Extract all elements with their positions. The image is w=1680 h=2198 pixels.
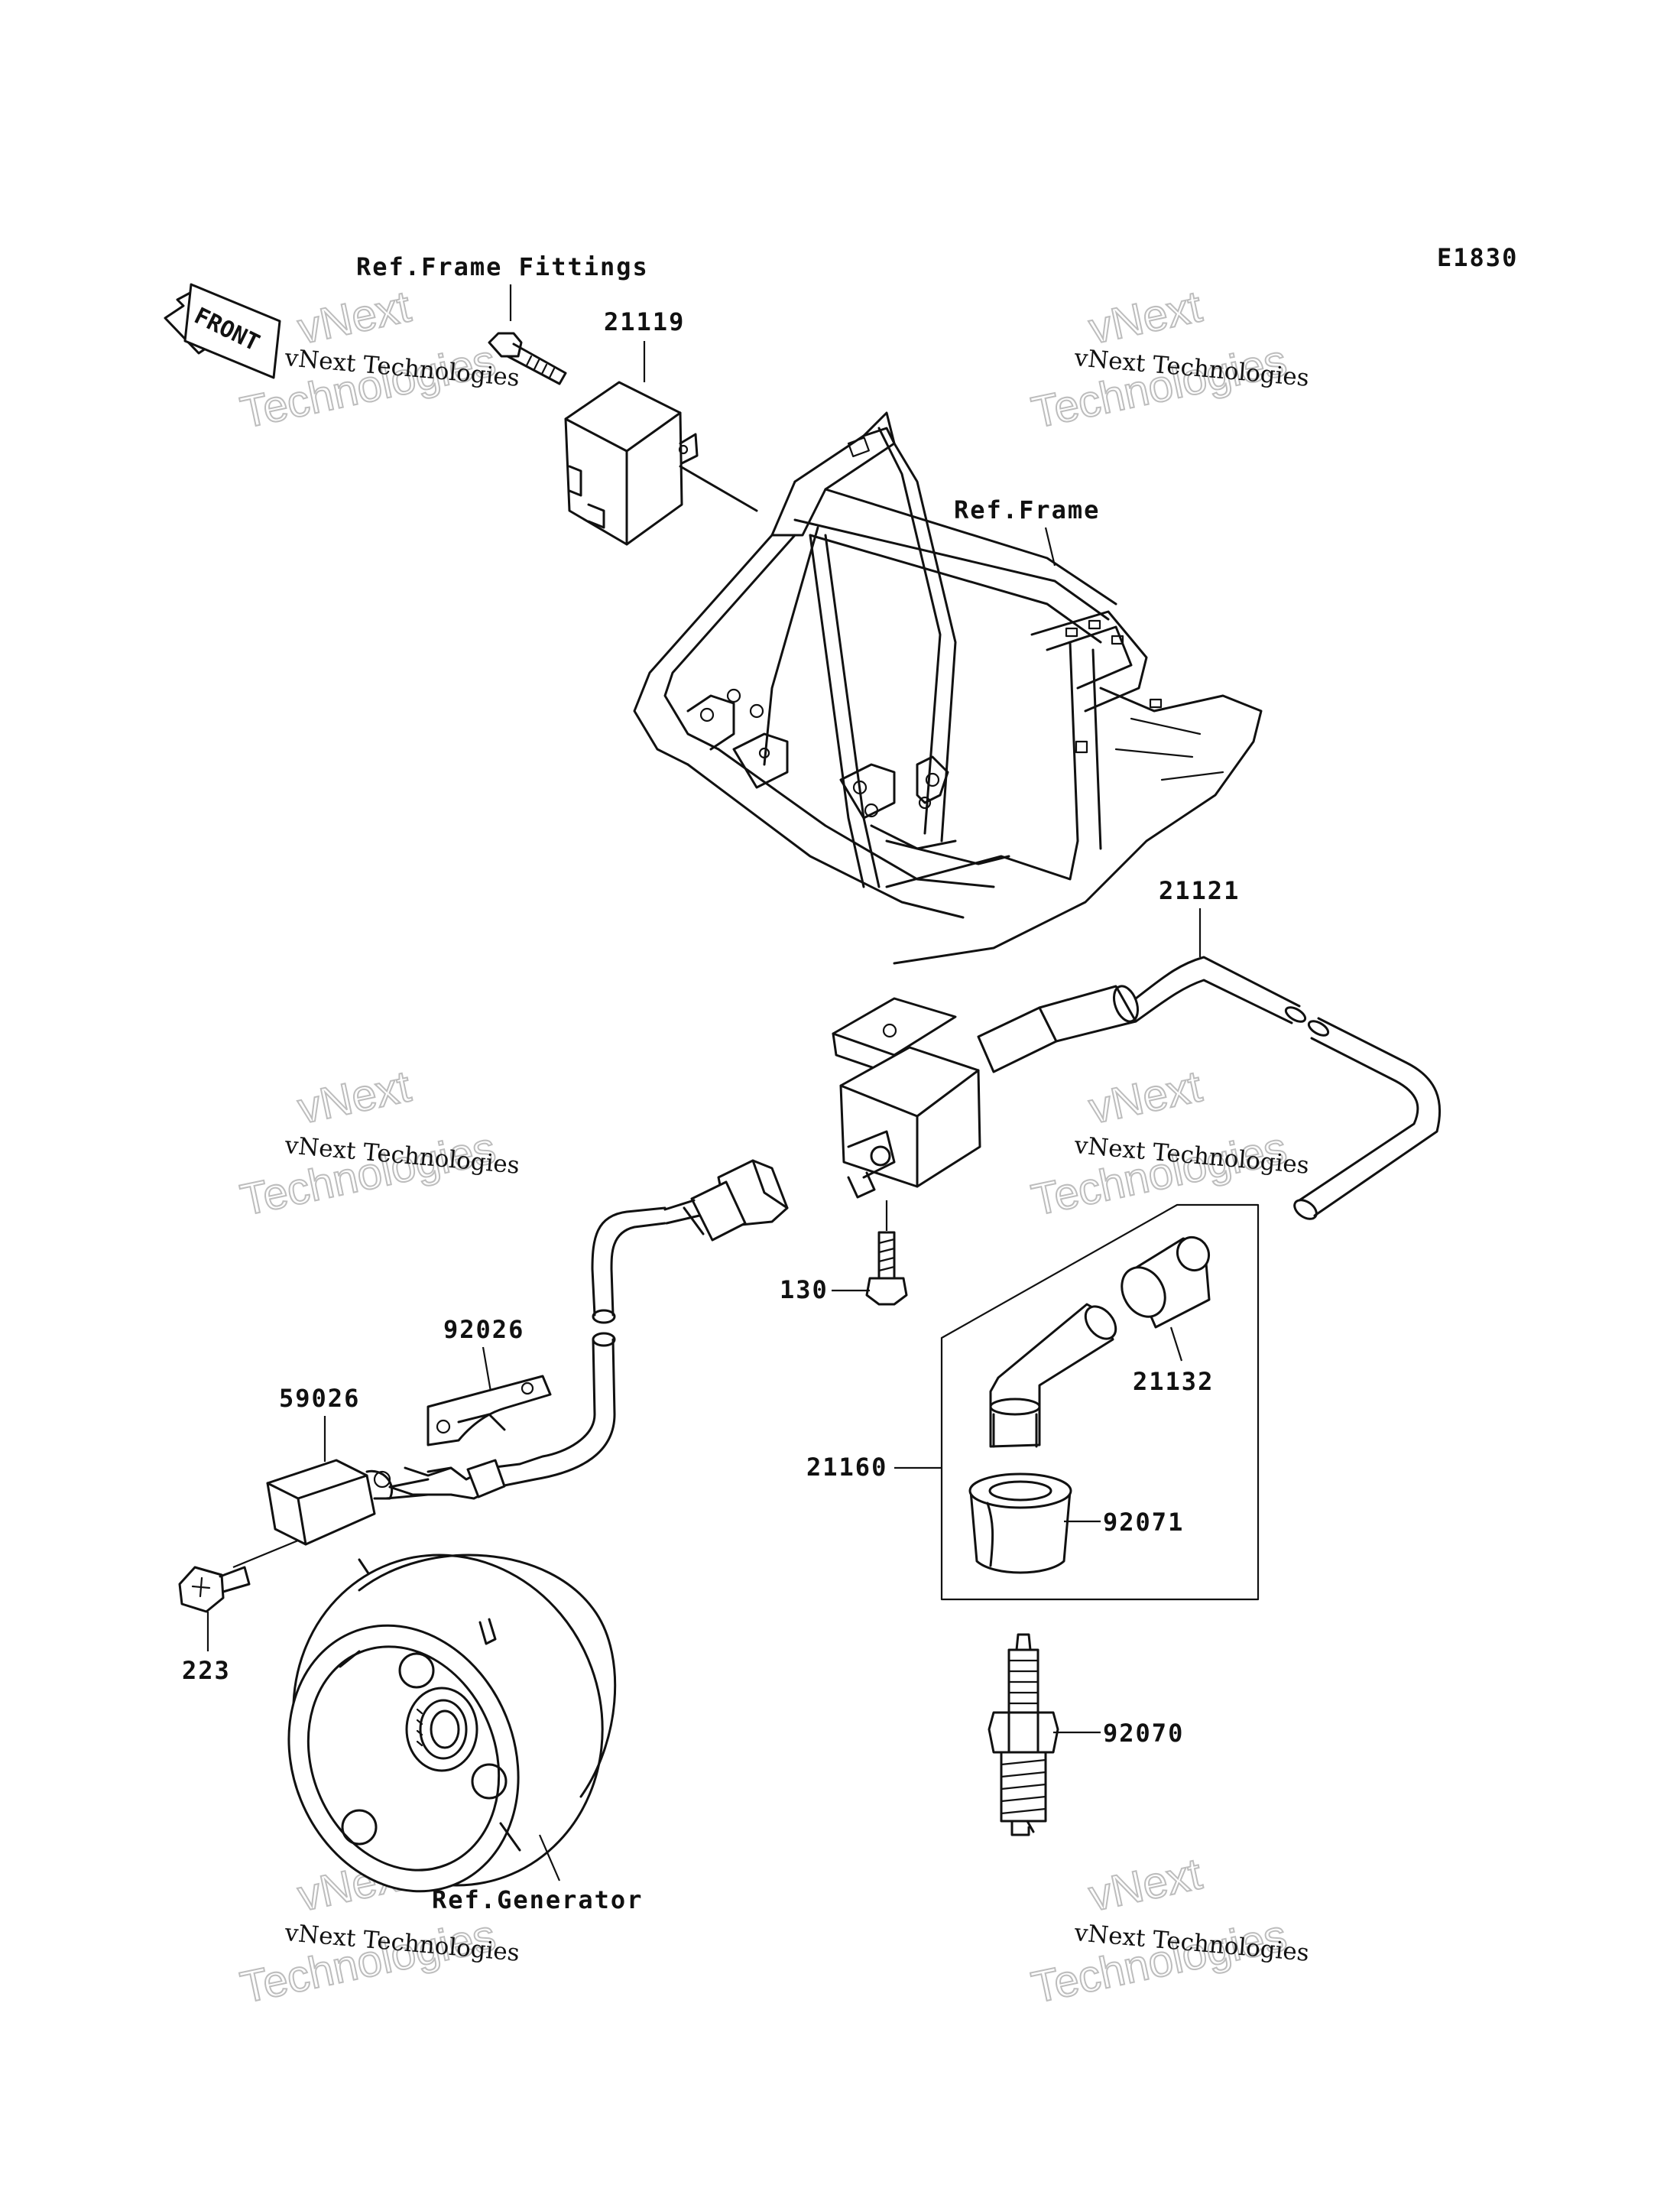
label-21119: 21119 xyxy=(604,307,685,336)
label-59026: 59026 xyxy=(279,1384,360,1413)
label-ref-frame: Ref.Frame xyxy=(954,495,1100,524)
frame-assembly xyxy=(633,411,1263,965)
label-21121: 21121 xyxy=(1159,876,1240,905)
watermark-mid-left: vNext Technologies vNext Technologies xyxy=(235,1060,521,1226)
label-130: 130 xyxy=(780,1275,829,1304)
watermark-mid-right: vNext Technologies vNext Technologies xyxy=(1026,1060,1310,1226)
cap-21132 xyxy=(1121,1235,1211,1329)
svg-text:vNext: vNext xyxy=(1085,281,1206,353)
wire-harness xyxy=(388,1159,789,1500)
ignition-coil-21121 xyxy=(832,956,1442,1220)
screw-223-icon xyxy=(178,1566,251,1613)
watermark-top-left: vNext Technologies vNext Technologies xyxy=(235,281,521,438)
bolt-icon xyxy=(488,332,567,385)
label-92070: 92070 xyxy=(1103,1719,1184,1748)
watermark-bottom-right: vNext Technologies vNext Technologies xyxy=(1026,1848,1310,2013)
label-92026: 92026 xyxy=(443,1315,524,1344)
plug-cap-21160 xyxy=(989,1303,1117,1448)
generator-rotor xyxy=(287,1554,617,1893)
label-21160: 21160 xyxy=(806,1453,887,1482)
spark-plug-92070 xyxy=(988,1633,1059,1836)
plate-92026 xyxy=(426,1375,552,1446)
svg-text:vNext: vNext xyxy=(1085,1849,1206,1920)
label-223: 223 xyxy=(182,1656,231,1685)
cdi-unit-21119 xyxy=(564,381,758,546)
label-ref-generator: Ref.Generator xyxy=(432,1885,643,1914)
pickup-coil-59026 xyxy=(266,1459,430,1546)
bolt-130-icon xyxy=(865,1231,908,1306)
watermark-top-right: vNext Technologies vNext Technologies xyxy=(1026,281,1310,438)
label-21132: 21132 xyxy=(1133,1367,1214,1396)
diagram-code: E1830 xyxy=(1437,243,1518,272)
boot-92071 xyxy=(968,1472,1072,1574)
label-ref-frame-fittings: Ref.Frame Fittings xyxy=(356,252,649,281)
label-92071: 92071 xyxy=(1103,1508,1184,1537)
front-arrow-icon: FRONT xyxy=(164,283,281,379)
plug-cap-kit-box xyxy=(940,1203,1260,1601)
svg-text:vNext: vNext xyxy=(294,1061,415,1133)
svg-text:vNext: vNext xyxy=(1085,1061,1206,1133)
svg-text:vNext: vNext xyxy=(294,281,415,353)
